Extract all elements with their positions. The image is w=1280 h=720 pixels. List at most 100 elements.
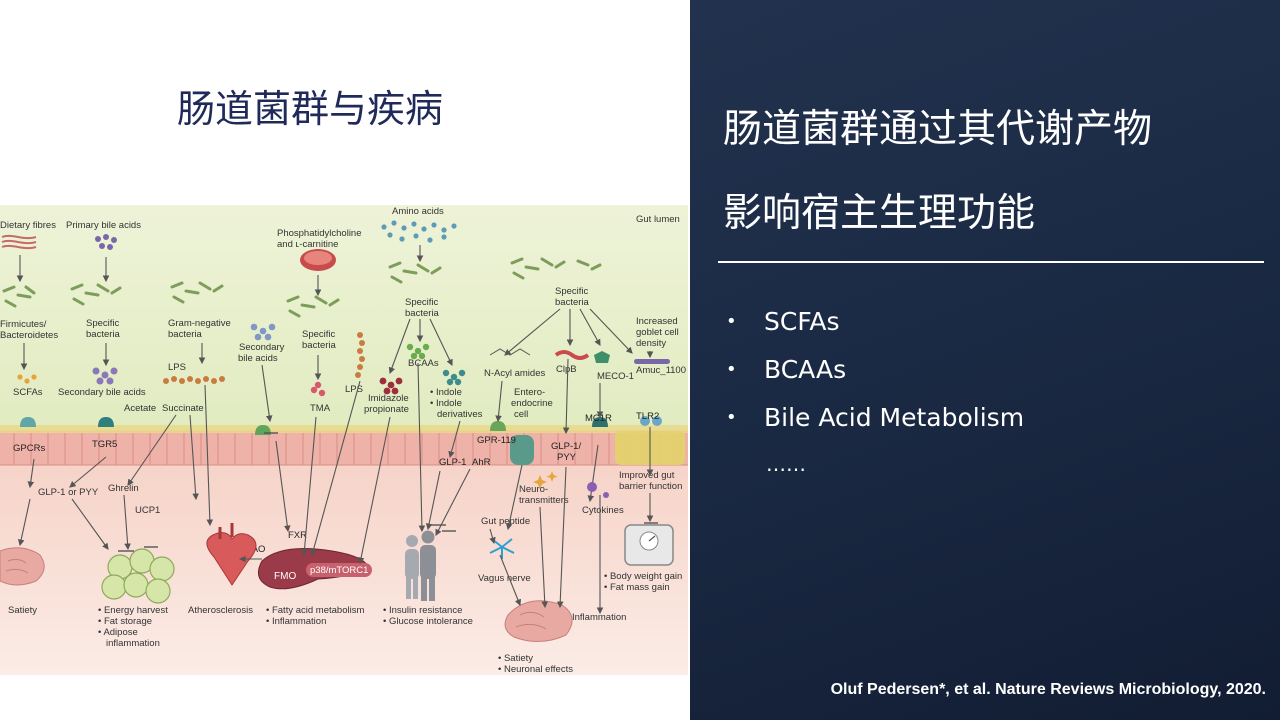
right-title: 肠道菌群通过其代谢产物 影响宿主生理功能	[723, 88, 1263, 256]
label-indole: • Indole	[430, 387, 462, 398]
metabolite-dots	[17, 323, 466, 397]
weight-scale-icon	[624, 524, 674, 566]
label-p38: p38/mTORC1	[310, 565, 368, 576]
label-glp1-pyy-a: GLP-1/	[551, 441, 581, 452]
label-secondary-bile-acids: Secondary bile acids	[58, 387, 146, 398]
label-glp1: GLP-1	[439, 457, 466, 468]
label-body-weight: • Body weight gain	[604, 571, 682, 582]
label-gpr119: GPR-119	[477, 435, 516, 446]
bullet-item-bile-acid: • Bile Acid Metabolism	[726, 396, 1024, 444]
label-glp1-or-pyy: GLP-1 or PYY	[38, 487, 99, 498]
microbiome-diagram: Gut lumen Dietary fibres Primary bile ac…	[0, 205, 688, 675]
bullet-item-bcaas: • BCAAs	[726, 348, 1024, 396]
label-meco1: MECO-1	[597, 371, 634, 382]
label-ghrelin: Ghrelin	[108, 483, 139, 494]
label-tlr2: TLR2	[636, 411, 659, 422]
label-specific-2: Specific	[302, 329, 336, 340]
label-fxr: FXR	[288, 530, 307, 541]
label-clpb: ClpB	[556, 364, 577, 375]
label-cytokines: Cytokines	[582, 505, 624, 516]
bullet-text: Bile Acid Metabolism	[764, 403, 1025, 432]
label-scfas: SCFAs	[13, 387, 43, 398]
label-gram-negative: Gram-negative	[168, 318, 231, 329]
left-title: 肠道菌群与疾病	[176, 87, 443, 131]
label-goblet: goblet cell	[636, 327, 679, 338]
label-lps: LPS	[168, 362, 186, 373]
label-bacteria-1: bacteria	[86, 329, 121, 340]
label-firmicutes: Firmicutes/	[0, 319, 47, 330]
label-propionate: propionate	[364, 404, 409, 415]
label-fat-storage: • Fat storage	[98, 616, 152, 627]
right-title-line-2: 影响宿主生理功能	[723, 191, 1036, 236]
lps-chain	[163, 332, 365, 384]
label-mc1r: MC1R	[585, 413, 612, 424]
label-insulin: • Insulin resistance	[383, 605, 462, 616]
label-increased: Increased	[636, 316, 678, 327]
label-vagus: Vagus nerve	[478, 573, 531, 584]
label-fmo: FMO	[274, 571, 296, 582]
primary-bile-acid-icon	[95, 234, 117, 250]
brain-right-icon	[504, 600, 573, 642]
label-glp1-pyy-b: PYY	[557, 452, 577, 463]
label-bacteria-3: bacteria	[405, 308, 440, 319]
bullet-dot: •	[726, 311, 737, 332]
label-bacteria-4: bacteria	[555, 297, 590, 308]
bullet-text: BCAAs	[764, 355, 847, 384]
label-density: density	[636, 338, 666, 349]
vagus-nerve-icon	[489, 538, 515, 559]
lumen-arrows	[16, 245, 654, 381]
human-figures-icon	[405, 530, 436, 601]
label-satiety: Satiety	[8, 605, 37, 616]
label-atherosclerosis: Atherosclerosis	[188, 605, 253, 616]
label-gut-lumen: Gut lumen	[636, 214, 680, 225]
bullet-text: SCFAs	[764, 307, 840, 336]
right-title-line-1: 肠道菌群通过其代谢产物	[723, 107, 1153, 152]
label-satiety-brain: • Satiety	[498, 653, 533, 664]
label-specific-4: Specific	[555, 286, 589, 297]
bullet-dot: •	[726, 407, 737, 428]
heart-icon	[206, 523, 257, 586]
microbiome-figure: Gut lumen Dietary fibres Primary bile ac…	[0, 195, 688, 675]
amuc-protein	[634, 359, 670, 364]
right-panel: 肠道菌群通过其代谢产物 影响宿主生理功能 • SCFAs • BCAAs • Bile…	[690, 0, 1280, 720]
label-gram-negative-bacteria: bacteria	[168, 329, 203, 340]
label-phosphatidylcholine: Phosphatidylcholine	[277, 228, 362, 239]
label-barrier-function: barrier function	[619, 481, 682, 492]
label-amino-acids: Amino acids	[392, 206, 444, 217]
label-inflammation-liver: • Inflammation	[266, 616, 326, 627]
label-n-acyl-amides: N-Acyl amides	[484, 368, 545, 379]
label-succinate: Succinate	[162, 403, 204, 414]
label-energy-harvest: • Energy harvest	[98, 605, 168, 616]
label-inflammation: Inflammation	[572, 612, 626, 623]
bullet-list: • SCFAs • BCAAs • Bile Acid Metabolism	[726, 300, 1024, 444]
host-arrows	[17, 358, 654, 615]
label-neuro: Neuro-	[519, 484, 548, 495]
label-primary-bile-acids: Primary bile acids	[66, 220, 141, 231]
label-tgr5: TGR5	[92, 439, 117, 450]
citation: Oluf Pedersen*, et al. Nature Reviews Mi…	[830, 681, 1266, 698]
meat-icon	[300, 249, 336, 271]
label-bile-acids: bile acids	[238, 353, 278, 364]
bacteria-clusters	[2, 257, 602, 318]
neurotransmitter-icons	[533, 471, 558, 489]
label-transmitters: transmitters	[519, 495, 569, 506]
epithelial-cells	[0, 431, 688, 465]
dietary-fibre-icon	[1, 234, 37, 250]
label-fat-mass: • Fat mass gain	[604, 582, 670, 593]
label-glucose: • Glucose intolerance	[383, 616, 473, 627]
label-amuc: Amuc_1100	[636, 365, 686, 376]
bullet-dot: •	[726, 359, 737, 380]
label-dietary-fibres: Dietary fibres	[0, 220, 56, 231]
label-bacteria-2: bacteria	[302, 340, 337, 351]
left-panel: 肠道菌群与疾病	[0, 87, 688, 675]
label-specific-3: Specific	[405, 297, 439, 308]
meco1-protein	[594, 351, 610, 363]
ellipsis: ……	[766, 452, 806, 476]
label-adipose: • Adipose	[98, 627, 138, 638]
label-cell: cell	[514, 409, 528, 420]
divider-line	[718, 261, 1264, 263]
label-endocrine: endocrine	[511, 398, 553, 409]
label-ucp1: UCP1	[135, 505, 160, 516]
amino-acid-icon	[381, 220, 457, 243]
label-entero: Entero-	[514, 387, 545, 398]
